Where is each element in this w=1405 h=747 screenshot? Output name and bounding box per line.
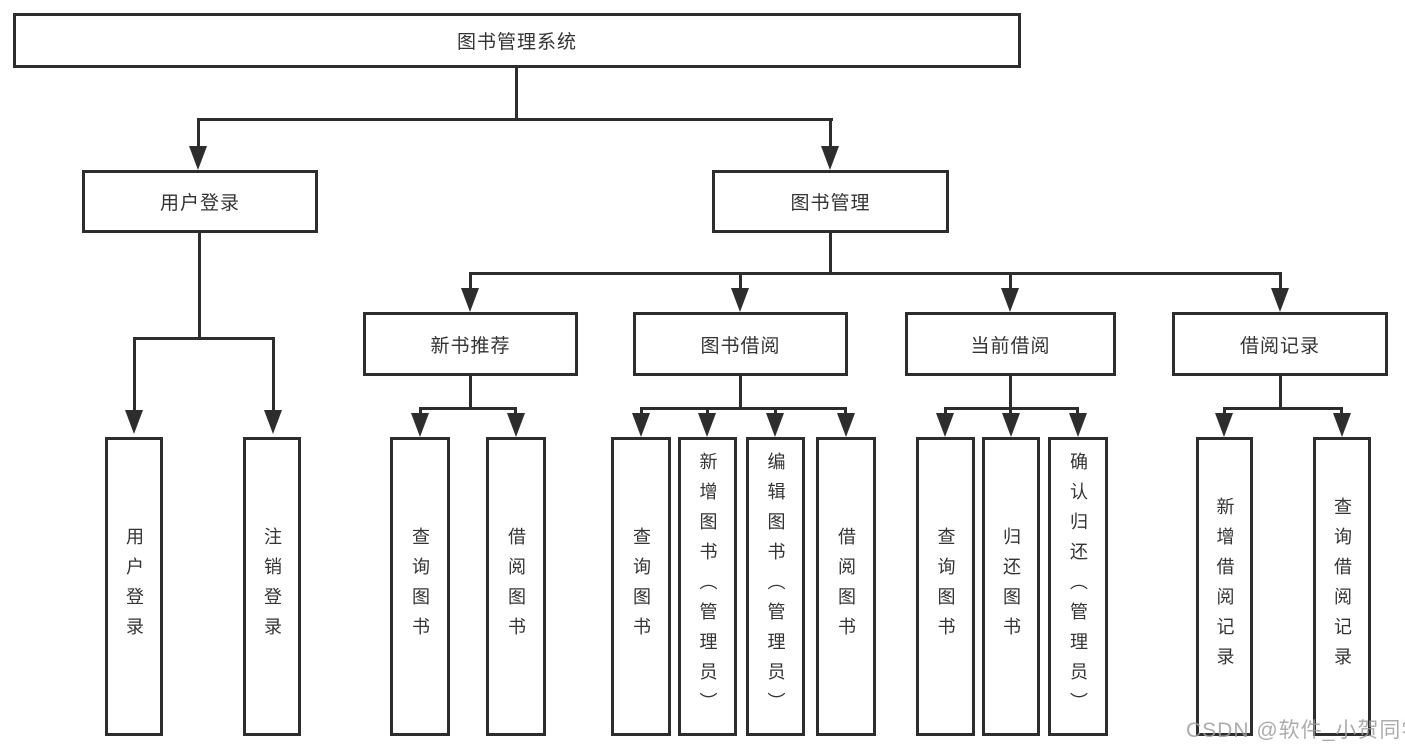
arrow-down-icon — [766, 413, 784, 437]
arrow-down-icon — [1001, 288, 1019, 312]
leaf-query-book-borrow: 查询图书 — [611, 437, 671, 736]
leaf-query-book-current-label: 查询图书 — [935, 526, 956, 647]
arrow-down-icon — [125, 410, 143, 434]
node-new-book-rec: 新书推荐 — [363, 312, 578, 376]
node-book-mgmt: 图书管理 — [712, 170, 949, 233]
leaf-confirm-return-admin: 确认归还（管理员） — [1048, 437, 1108, 736]
connector-book-mgmt-stub — [829, 233, 832, 274]
connector-rec-drop-2 — [514, 407, 517, 416]
node-borrow-record: 借阅记录 — [1172, 312, 1388, 376]
connector-user-login-rail — [133, 337, 275, 340]
connector-user-login-drop-left — [133, 337, 136, 412]
arrow-down-icon — [1333, 413, 1351, 437]
connector-user-login-drop-right — [272, 337, 275, 412]
node-root-label: 图书管理系统 — [456, 32, 577, 53]
leaf-add-book-admin-label: 新增图书（管理员） — [697, 451, 718, 722]
node-new-book-rec-label: 新书推荐 — [430, 335, 511, 357]
leaf-query-borrow-record-label: 查询借阅记录 — [1332, 496, 1352, 677]
connector-record-drop-1 — [1223, 407, 1226, 416]
connector-borrow-rail — [640, 407, 847, 410]
node-book-borrow-label: 图书借阅 — [700, 335, 781, 357]
connector-user-login-stub — [198, 233, 201, 339]
arrow-down-icon — [936, 413, 954, 437]
node-book-borrow: 图书借阅 — [633, 312, 848, 376]
connector-record-rail — [1223, 407, 1343, 410]
arrow-down-icon — [698, 413, 716, 437]
leaf-query-book-rec: 查询图书 — [390, 437, 450, 736]
connector-current-stub — [1009, 376, 1012, 409]
connector-l2-drop-2 — [739, 272, 742, 290]
leaf-borrow-book-borrow: 借阅图书 — [816, 437, 876, 736]
leaf-query-book-borrow-label: 查询图书 — [631, 526, 651, 647]
arrow-down-icon — [189, 146, 207, 170]
leaf-edit-book-admin-label: 编辑图书（管理员） — [765, 451, 786, 722]
connector-borrow-drop-1 — [640, 407, 643, 416]
connector-record-stub — [1279, 376, 1282, 409]
leaf-borrow-book-rec-label: 借阅图书 — [506, 526, 526, 647]
connector-borrow-drop-4 — [844, 407, 847, 416]
arrow-down-icon — [837, 413, 855, 437]
leaf-query-borrow-record: 查询借阅记录 — [1313, 437, 1371, 736]
connector-l2-rail — [469, 272, 1282, 275]
connector-rec-rail — [419, 407, 517, 410]
leaf-query-book-current: 查询图书 — [916, 437, 975, 736]
arrow-down-icon — [411, 413, 429, 437]
connector-borrow-drop-3 — [774, 407, 777, 416]
node-current-borrow: 当前借阅 — [905, 312, 1116, 376]
node-user-login-label: 用户登录 — [159, 193, 240, 214]
connector-l2-drop-1 — [469, 272, 472, 290]
connector-root-stub — [515, 68, 518, 120]
connector-l1-drop-right — [829, 118, 832, 149]
arrow-down-icon — [1069, 413, 1087, 437]
connector-rec-stub — [469, 376, 472, 409]
arrow-down-icon — [821, 146, 839, 170]
arrow-down-icon — [507, 413, 525, 437]
node-user-login: 用户登录 — [82, 170, 318, 233]
leaf-return-book-label: 归还图书 — [1001, 526, 1021, 647]
leaf-return-book: 归还图书 — [982, 437, 1040, 736]
leaf-edit-book-admin: 编辑图书（管理员） — [746, 437, 805, 736]
leaf-user-login: 用户登录 — [105, 437, 163, 736]
connector-current-drop-2 — [1009, 407, 1012, 416]
leaf-borrow-book-rec: 借阅图书 — [486, 437, 546, 736]
leaf-logout: 注销登录 — [243, 437, 301, 736]
arrow-down-icon — [461, 288, 479, 312]
connector-borrow-drop-2 — [706, 407, 709, 416]
node-root: 图书管理系统 — [13, 13, 1021, 68]
leaf-user-login-label: 用户登录 — [124, 526, 144, 647]
arrow-down-icon — [1002, 413, 1020, 437]
connector-l2-drop-4 — [1279, 272, 1282, 290]
node-current-borrow-label: 当前借阅 — [970, 335, 1051, 357]
arrow-down-icon — [264, 410, 282, 434]
arrow-down-icon — [632, 413, 650, 437]
node-borrow-record-label: 借阅记录 — [1239, 335, 1320, 357]
connector-borrow-stub — [739, 376, 742, 409]
leaf-add-borrow-record-label: 新增借阅记录 — [1214, 496, 1235, 677]
connector-l1-drop-left — [197, 118, 200, 149]
leaf-logout-label: 注销登录 — [262, 526, 282, 647]
csdn-watermark: CSDN @软件_小贺同学 — [1186, 719, 1405, 742]
leaf-confirm-return-admin-label: 确认归还（管理员） — [1068, 451, 1088, 722]
connector-record-drop-2 — [1340, 407, 1343, 416]
leaf-add-book-admin: 新增图书（管理员） — [678, 437, 737, 736]
connector-current-drop-1 — [944, 407, 947, 416]
arrow-down-icon — [1215, 413, 1233, 437]
leaf-borrow-book-borrow-label: 借阅图书 — [836, 526, 856, 647]
connector-current-drop-3 — [1076, 407, 1079, 416]
connector-rec-drop-1 — [419, 407, 422, 416]
leaf-add-borrow-record: 新增借阅记录 — [1196, 437, 1253, 736]
arrow-down-icon — [731, 288, 749, 312]
connector-l2-drop-3 — [1009, 272, 1012, 290]
leaf-query-book-rec-label: 查询图书 — [410, 526, 430, 647]
connector-l1-rail — [197, 118, 833, 121]
node-book-mgmt-label: 图书管理 — [790, 193, 871, 214]
arrow-down-icon — [1271, 288, 1289, 312]
